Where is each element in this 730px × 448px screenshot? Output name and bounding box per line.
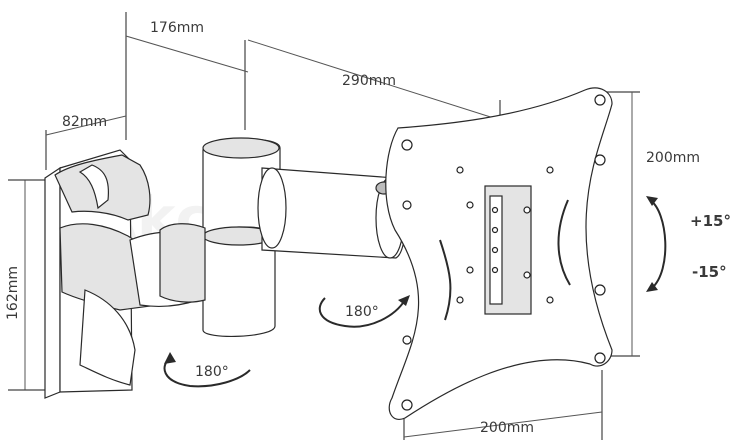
dim-line-plate-width <box>403 411 603 438</box>
plate-hole <box>456 296 464 304</box>
plate-hole <box>546 296 554 304</box>
plate-hole <box>466 201 474 209</box>
upper-hinge-cap <box>202 137 280 159</box>
hinge-connector <box>159 223 206 303</box>
rotation-arrows <box>163 196 667 388</box>
wall-swivel-arrowhead <box>164 352 176 364</box>
bracket-lower-curve <box>79 289 136 386</box>
plate-slot-left <box>439 239 452 321</box>
wall-plate-edge <box>44 166 61 399</box>
label-arm-length: 290mm <box>342 73 396 89</box>
label-plate-width: 200mm <box>480 420 534 436</box>
label-tilt-up: +15° <box>690 212 730 230</box>
plate-hole <box>401 399 413 411</box>
tilt-arrowhead-down <box>646 282 658 292</box>
arm-hinges <box>159 137 281 337</box>
label-arm-offset: 176mm <box>150 20 204 36</box>
plate-hole <box>491 246 499 254</box>
plate-hole <box>594 154 606 166</box>
plate-hole <box>491 206 499 214</box>
plate-hole <box>456 166 464 174</box>
plate-hole <box>402 335 412 345</box>
dim-line-82 <box>45 115 127 136</box>
bracket-top-groove <box>78 164 110 210</box>
label-wall-depth: 82mm <box>62 114 107 130</box>
arm-tube <box>257 167 407 259</box>
plate-slot-right <box>557 199 571 286</box>
plate-hole <box>401 139 413 151</box>
label-plate-height: 200mm <box>646 150 700 166</box>
vesa-plate <box>385 87 613 420</box>
label-tilt-down: -15° <box>692 263 727 281</box>
plate-hole <box>491 226 499 234</box>
plate-hole <box>402 200 412 210</box>
plate-hole <box>594 352 606 364</box>
plate-hole <box>491 266 499 274</box>
label-wall-swivel: 180° <box>195 364 229 380</box>
arm-end-near <box>257 167 287 249</box>
wall-bracket <box>44 149 199 399</box>
dimension-lines <box>8 12 640 440</box>
dim-line-176 <box>125 35 249 73</box>
label-arm-swivel: 180° <box>345 304 379 320</box>
plate-hole <box>594 284 606 296</box>
plate-hole <box>523 206 531 214</box>
arm-swivel-arrow <box>318 297 406 328</box>
plate-hole <box>546 166 554 174</box>
arm-swivel-arrowhead <box>398 295 410 306</box>
tilt-arrowhead-up <box>646 196 658 206</box>
plate-hole <box>523 271 531 279</box>
plate-hole <box>594 94 606 106</box>
wall-swivel-arrow <box>163 357 251 388</box>
dim-line-290 <box>247 39 501 121</box>
plate-hole <box>466 266 474 274</box>
label-wall-height: 162mm <box>5 266 21 320</box>
tilt-arrow <box>649 199 667 289</box>
